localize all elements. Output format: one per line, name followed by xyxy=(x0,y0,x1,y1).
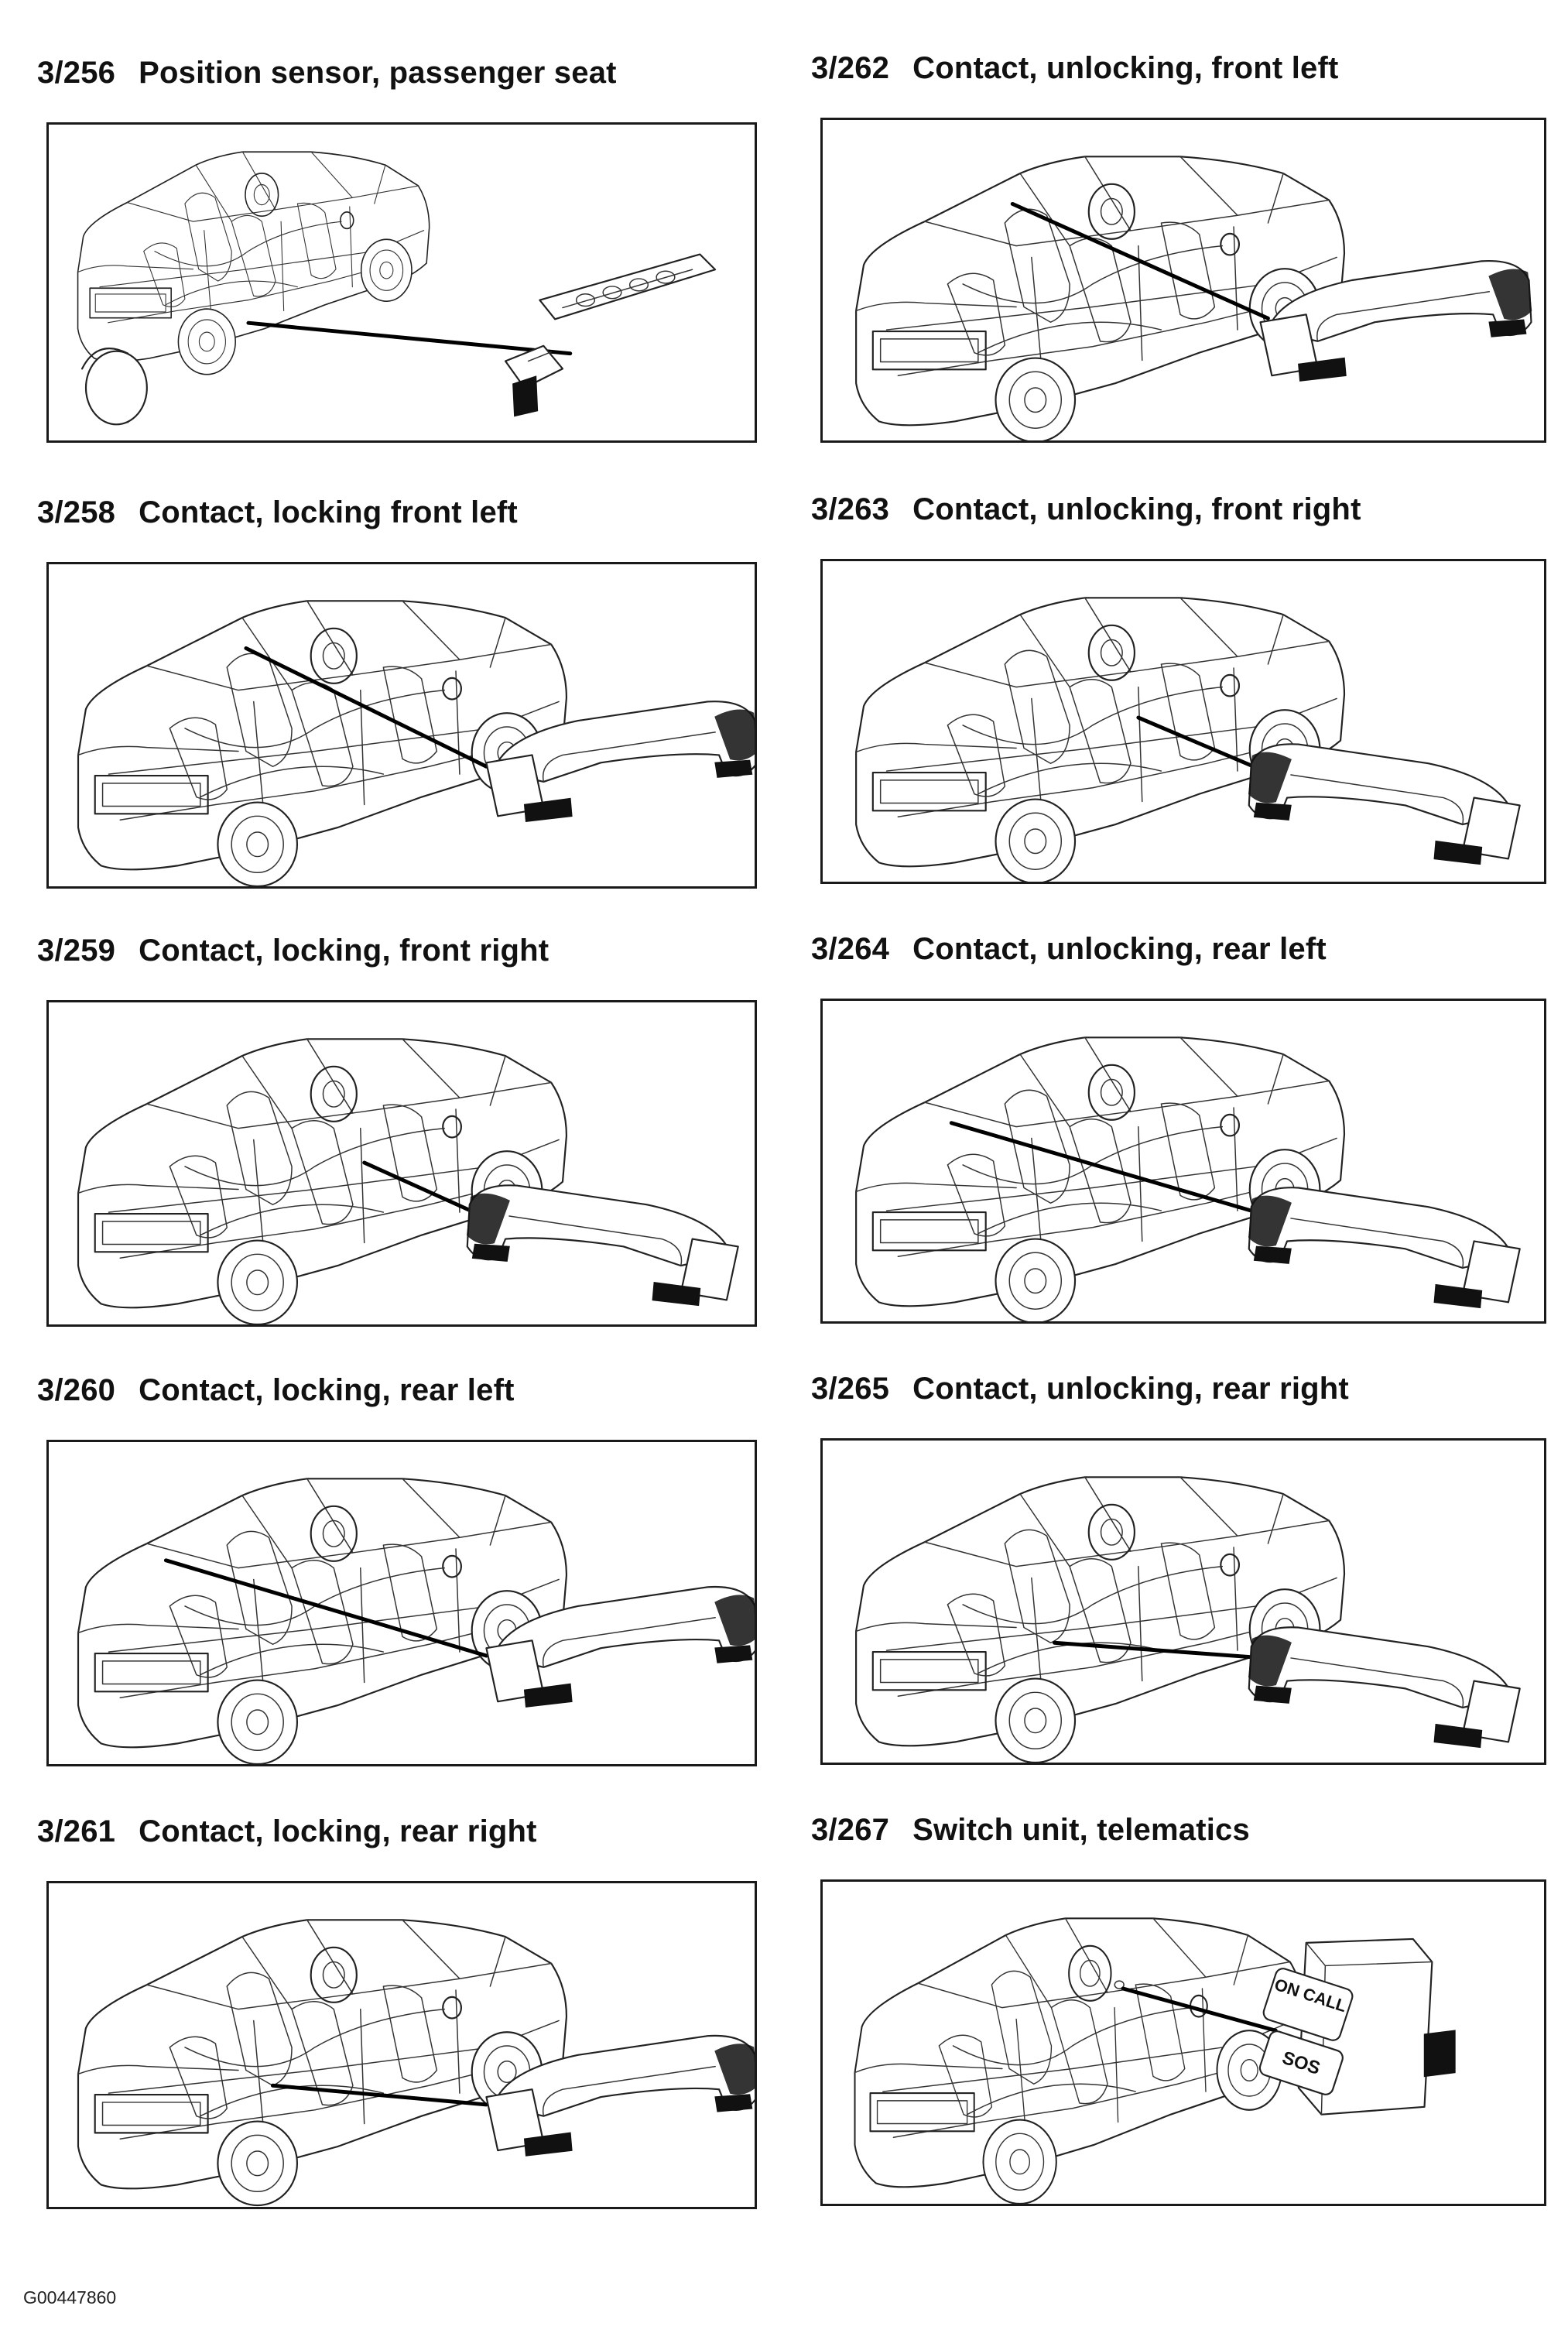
door-handle-illustration xyxy=(466,1184,739,1307)
panel-title: 3/263 Contact, unlocking, front right xyxy=(811,492,1361,527)
leader-line xyxy=(1136,715,1266,773)
seat-sensor-diagram xyxy=(77,151,717,426)
panel-code: 3/260 xyxy=(37,1373,116,1407)
door-handle-diagram xyxy=(855,597,1521,882)
panel-code: 3/256 xyxy=(37,56,116,90)
panel-code: 3/267 xyxy=(811,1813,890,1847)
front-wheel xyxy=(84,350,148,426)
panel-code: 3/263 xyxy=(811,492,890,526)
panel-code: 3/265 xyxy=(811,1372,890,1406)
panel-code: 3/264 xyxy=(811,932,890,966)
telematics-diagram: ON CALL SOS xyxy=(854,1917,1456,2204)
leader-line xyxy=(949,1121,1266,1217)
panel-3-258: 3/258 Contact, locking front left xyxy=(37,495,757,889)
panel-label: Switch unit, telematics xyxy=(912,1813,1250,1847)
door-handle-diagram xyxy=(855,1036,1521,1321)
panel-label: Contact, unlocking, front left xyxy=(912,51,1339,85)
panel-3-263: 3/263 Contact, unlocking, front right xyxy=(811,492,1546,884)
panel-3-256: 3/256 Position sensor, passenger seat xyxy=(37,56,757,443)
panel-3-261: 3/261 Contact, locking, rear right xyxy=(37,1814,757,2209)
panel-3-259: 3/259 Contact, locking, front right xyxy=(37,934,757,1327)
diagram-frame xyxy=(820,118,1546,443)
door-handle-illustration xyxy=(1248,1187,1521,1309)
diagram-frame xyxy=(820,559,1546,884)
seat-rail-illustration xyxy=(539,253,717,320)
diagram-frame: ON CALL SOS xyxy=(820,1879,1546,2206)
leader-line xyxy=(246,320,573,356)
diagram-frame xyxy=(46,562,757,889)
leader-line xyxy=(270,2083,488,2107)
diagram-frame xyxy=(46,1881,757,2209)
panel-3-262: 3/262 Contact, unlocking, front left xyxy=(811,51,1546,443)
car-cutaway-illustration xyxy=(77,151,430,375)
car-cutaway-illustration xyxy=(77,1919,568,2207)
door-handle-diagram xyxy=(855,156,1532,440)
panel-title: 3/262 Contact, unlocking, front left xyxy=(811,51,1339,86)
door-handle-diagram xyxy=(77,1478,755,1764)
car-cutaway-illustration xyxy=(854,1917,1306,2204)
panel-code: 3/262 xyxy=(811,51,890,85)
panel-title: 3/265 Contact, unlocking, rear right xyxy=(811,1372,1349,1406)
panel-title: 3/267 Switch unit, telematics xyxy=(811,1813,1250,1848)
panel-label: Contact, locking, rear left xyxy=(139,1373,515,1407)
diagram-frame xyxy=(46,1440,757,1766)
panel-label: Contact, locking, rear right xyxy=(139,1814,537,1848)
door-handle-illustration xyxy=(1248,1626,1521,1749)
leader-line xyxy=(362,1160,484,1218)
panel-code: 3/261 xyxy=(37,1814,116,1848)
position-sensor-illustration xyxy=(504,344,564,417)
panel-title: 3/260 Contact, locking, rear left xyxy=(37,1373,515,1408)
car-cutaway-illustration xyxy=(855,1036,1346,1321)
panel-label: Contact, locking, front right xyxy=(139,934,549,968)
panel-title: 3/259 Contact, locking, front right xyxy=(37,934,549,968)
car-cutaway-illustration xyxy=(77,600,568,886)
panel-label: Contact, unlocking, rear left xyxy=(912,932,1327,966)
panel-3-265: 3/265 Contact, unlocking, rear right xyxy=(811,1372,1546,1765)
door-handle-diagram xyxy=(77,1038,739,1324)
on-call-button xyxy=(1262,1968,1354,2041)
car-cutaway-illustration xyxy=(855,597,1346,882)
telematics-switch-illustration: ON CALL SOS xyxy=(1258,1937,1456,2116)
diagram-frame xyxy=(46,122,757,443)
sos-button xyxy=(1258,2030,1344,2095)
panel-label: Position sensor, passenger seat xyxy=(139,56,617,90)
switch-location-marker xyxy=(1114,1980,1125,1989)
panel-code: 3/259 xyxy=(37,934,116,968)
panel-3-267: 3/267 Switch unit, telematics ON CALL SOS xyxy=(811,1813,1546,2206)
car-cutaway-illustration xyxy=(855,156,1346,440)
car-cutaway-illustration xyxy=(77,1038,568,1324)
car-cutaway-illustration xyxy=(77,1478,568,1764)
car-cutaway-illustration xyxy=(855,1476,1346,1763)
panel-title: 3/261 Contact, locking, rear right xyxy=(37,1814,537,1849)
figure-id: G00447860 xyxy=(23,2287,117,2307)
panel-code: 3/258 xyxy=(37,495,116,529)
leader-line xyxy=(244,646,488,769)
leader-line xyxy=(163,1558,488,1658)
door-handle-diagram xyxy=(77,1919,755,2207)
leader-line xyxy=(1010,201,1270,320)
door-handle-diagram xyxy=(77,600,755,886)
door-handle-diagram xyxy=(855,1476,1521,1763)
diagram-frame xyxy=(820,1438,1546,1765)
panel-3-260: 3/260 Contact, locking, rear left xyxy=(37,1373,757,1766)
panel-3-264: 3/264 Contact, unlocking, rear left xyxy=(811,932,1546,1324)
door-handle-illustration xyxy=(1248,743,1521,865)
panel-title: 3/256 Position sensor, passenger seat xyxy=(37,56,617,91)
panel-title: 3/258 Contact, locking front left xyxy=(37,495,518,530)
panel-title: 3/264 Contact, unlocking, rear left xyxy=(811,932,1327,967)
diagram-frame xyxy=(46,1000,757,1327)
leader-line xyxy=(1052,1640,1266,1660)
leader-line xyxy=(1121,1986,1278,2033)
panel-label: Contact, unlocking, rear right xyxy=(912,1372,1349,1406)
diagram-frame xyxy=(820,999,1546,1324)
panel-label: Contact, unlocking, front right xyxy=(912,492,1361,526)
panel-label: Contact, locking front left xyxy=(139,495,518,529)
